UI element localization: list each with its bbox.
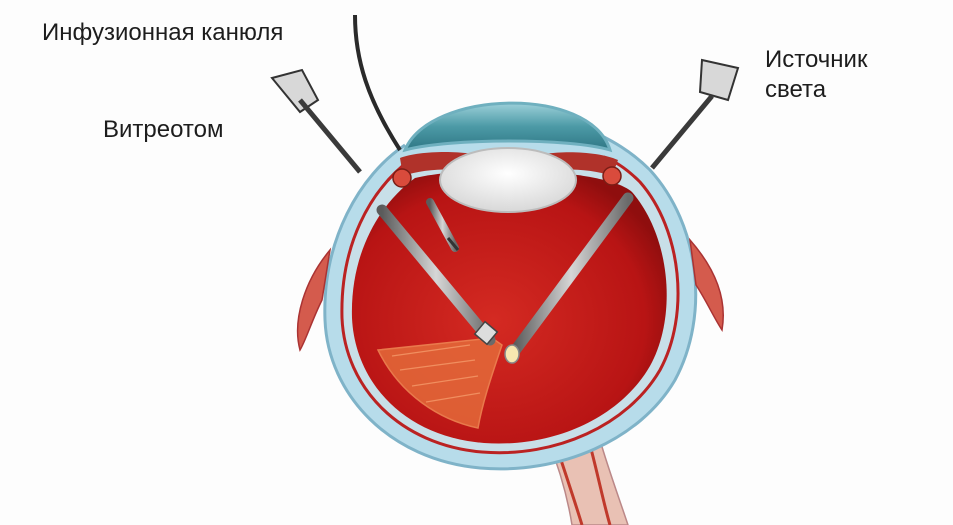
vitreotome-label: Витреотом <box>103 115 224 145</box>
infusion-cannula-label: Инфузионная канюля <box>42 18 283 48</box>
lens <box>440 148 576 212</box>
light-source-label-line2: света <box>765 75 867 105</box>
light-source-label: Источник света <box>765 45 867 105</box>
light-source-label-line1: Источник <box>765 45 867 75</box>
